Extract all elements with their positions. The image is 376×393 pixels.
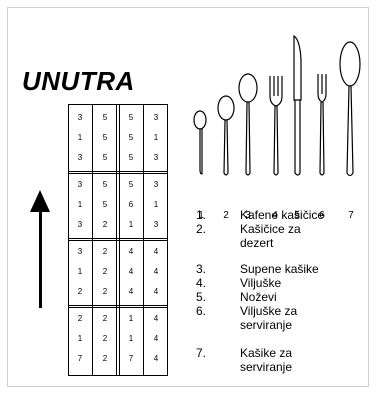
utensils-svg xyxy=(193,34,361,177)
utensil-number: 7 xyxy=(348,210,354,221)
dessert-spoon-icon xyxy=(217,95,235,176)
utensil-number: 1 xyxy=(198,210,204,221)
basket-cell: 1 xyxy=(77,334,83,343)
basket-cell: 3 xyxy=(153,180,159,189)
utensil-number: 2 xyxy=(223,210,229,221)
basket-cell: 5 xyxy=(102,133,108,142)
basket-cell: 7 xyxy=(77,354,83,363)
basket-cell: 1 xyxy=(77,200,83,209)
basket-cell: 3 xyxy=(153,113,159,122)
utensils-illustration: 1 2 3 4 5 6 7 xyxy=(186,30,366,221)
legend-text: Noževi xyxy=(240,290,277,304)
basket-cell: 3 xyxy=(153,220,159,229)
legend-number: 3. xyxy=(196,262,207,276)
basket-cell: 1 xyxy=(128,334,134,343)
basket-cell: 1 xyxy=(153,133,159,142)
basket-cell: 4 xyxy=(128,267,134,276)
up-arrow-shaft xyxy=(39,208,42,308)
legend-number: 4. xyxy=(196,276,207,290)
utensil-number: 6 xyxy=(319,210,325,221)
basket-row-divider xyxy=(69,171,167,174)
basket-cell: 3 xyxy=(77,153,83,162)
basket-cell: 7 xyxy=(128,354,134,363)
legend-number: 5. xyxy=(196,290,207,304)
cutlery-basket: 3 5 5 3 1 5 5 1 3 5 5 3 3 5 5 3 1 5 6 1 3 2 1 3 3 2 4 4 1 2 4 4 2 2 4 4 2 2 1 4… xyxy=(68,104,168,376)
basket-cell: 5 xyxy=(128,133,134,142)
fork-icon xyxy=(269,76,283,176)
legend-number: 7. xyxy=(196,346,207,360)
basket-cell: 5 xyxy=(128,113,134,122)
basket-cell: 2 xyxy=(102,267,108,276)
basket-cell: 2 xyxy=(77,287,83,296)
basket-cell: 3 xyxy=(77,220,83,229)
basket-cell: 6 xyxy=(128,200,134,209)
basket-cell: 4 xyxy=(153,314,159,323)
basket-row-divider xyxy=(69,305,167,308)
knife-icon xyxy=(293,34,302,176)
legend-number: 6. xyxy=(196,304,207,318)
basket-cell: 4 xyxy=(153,247,159,256)
basket-cell: 5 xyxy=(102,113,108,122)
basket-cell: 4 xyxy=(128,247,134,256)
legend-text: Kašičice za dezert xyxy=(240,222,301,250)
utensil-number: 4 xyxy=(272,210,278,221)
basket-cell: 3 xyxy=(153,153,159,162)
serving-spoon-icon xyxy=(339,41,361,177)
legend-text: Kafene kašičice xyxy=(240,208,325,222)
soup-spoon-icon xyxy=(238,73,258,176)
utensil-number: 5 xyxy=(294,210,300,221)
basket-cell: 4 xyxy=(128,287,134,296)
basket-cell: 2 xyxy=(102,314,108,323)
legend-text: Viljuške xyxy=(240,276,282,290)
basket-cell: 1 xyxy=(128,220,134,229)
basket-cell: 2 xyxy=(102,287,108,296)
diagram-frame xyxy=(7,7,369,387)
legend-text: Supene kašike xyxy=(240,262,319,276)
basket-cell: 5 xyxy=(102,200,108,209)
basket-cell: 2 xyxy=(102,354,108,363)
basket-cell: 5 xyxy=(128,180,134,189)
basket-cell: 5 xyxy=(102,180,108,189)
basket-cell: 5 xyxy=(102,153,108,162)
basket-row-divider xyxy=(69,238,167,241)
basket-cell: 2 xyxy=(102,334,108,343)
basket-cell: 1 xyxy=(77,133,83,142)
basket-cell: 2 xyxy=(102,220,108,229)
legend-text: Viljuške za serviranje xyxy=(240,304,298,332)
basket-cell: 4 xyxy=(153,267,159,276)
basket-cell: 1 xyxy=(153,200,159,209)
basket-cell: 3 xyxy=(77,113,83,122)
basket-cell: 2 xyxy=(77,314,83,323)
basket-cell: 3 xyxy=(77,180,83,189)
title: UNUTRA xyxy=(22,66,135,96)
legend-text: Kašike za serviranje xyxy=(240,346,293,374)
coffee-spoon-icon xyxy=(193,110,207,175)
utensil-number: 3 xyxy=(245,210,251,221)
basket-cell: 4 xyxy=(153,354,159,363)
basket-cell: 5 xyxy=(128,153,134,162)
legend-number: 2. xyxy=(196,222,207,236)
basket-cell: 1 xyxy=(128,314,134,323)
basket-cell: 2 xyxy=(102,247,108,256)
basket-cell: 1 xyxy=(77,267,83,276)
serving-fork-icon xyxy=(317,74,327,176)
basket-cell: 4 xyxy=(153,334,159,343)
legend-number: 1. xyxy=(196,208,207,222)
basket-cell: 3 xyxy=(77,247,83,256)
up-arrow-icon xyxy=(30,190,50,212)
basket-cell: 4 xyxy=(153,287,159,296)
